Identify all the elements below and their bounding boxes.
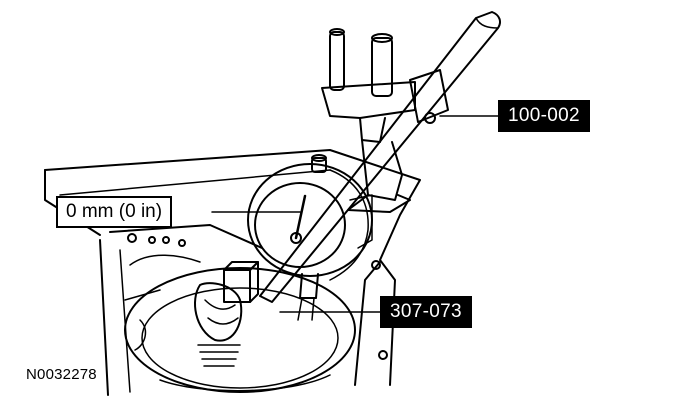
extension-rod	[259, 11, 501, 303]
figure-id: N0032278	[26, 366, 97, 383]
dial-indicator	[247, 154, 373, 321]
dial-reading-callout: 0 mm (0 in)	[56, 196, 173, 228]
engine-block	[44, 149, 421, 396]
dial-indicator-callout: 307-073	[380, 296, 472, 328]
leader-lines	[211, 115, 499, 313]
tool-holder-callout: 100-002	[498, 100, 590, 132]
cylinder-bore	[124, 267, 356, 393]
magnetic-base-post	[321, 28, 449, 213]
valve-spring	[194, 261, 259, 367]
